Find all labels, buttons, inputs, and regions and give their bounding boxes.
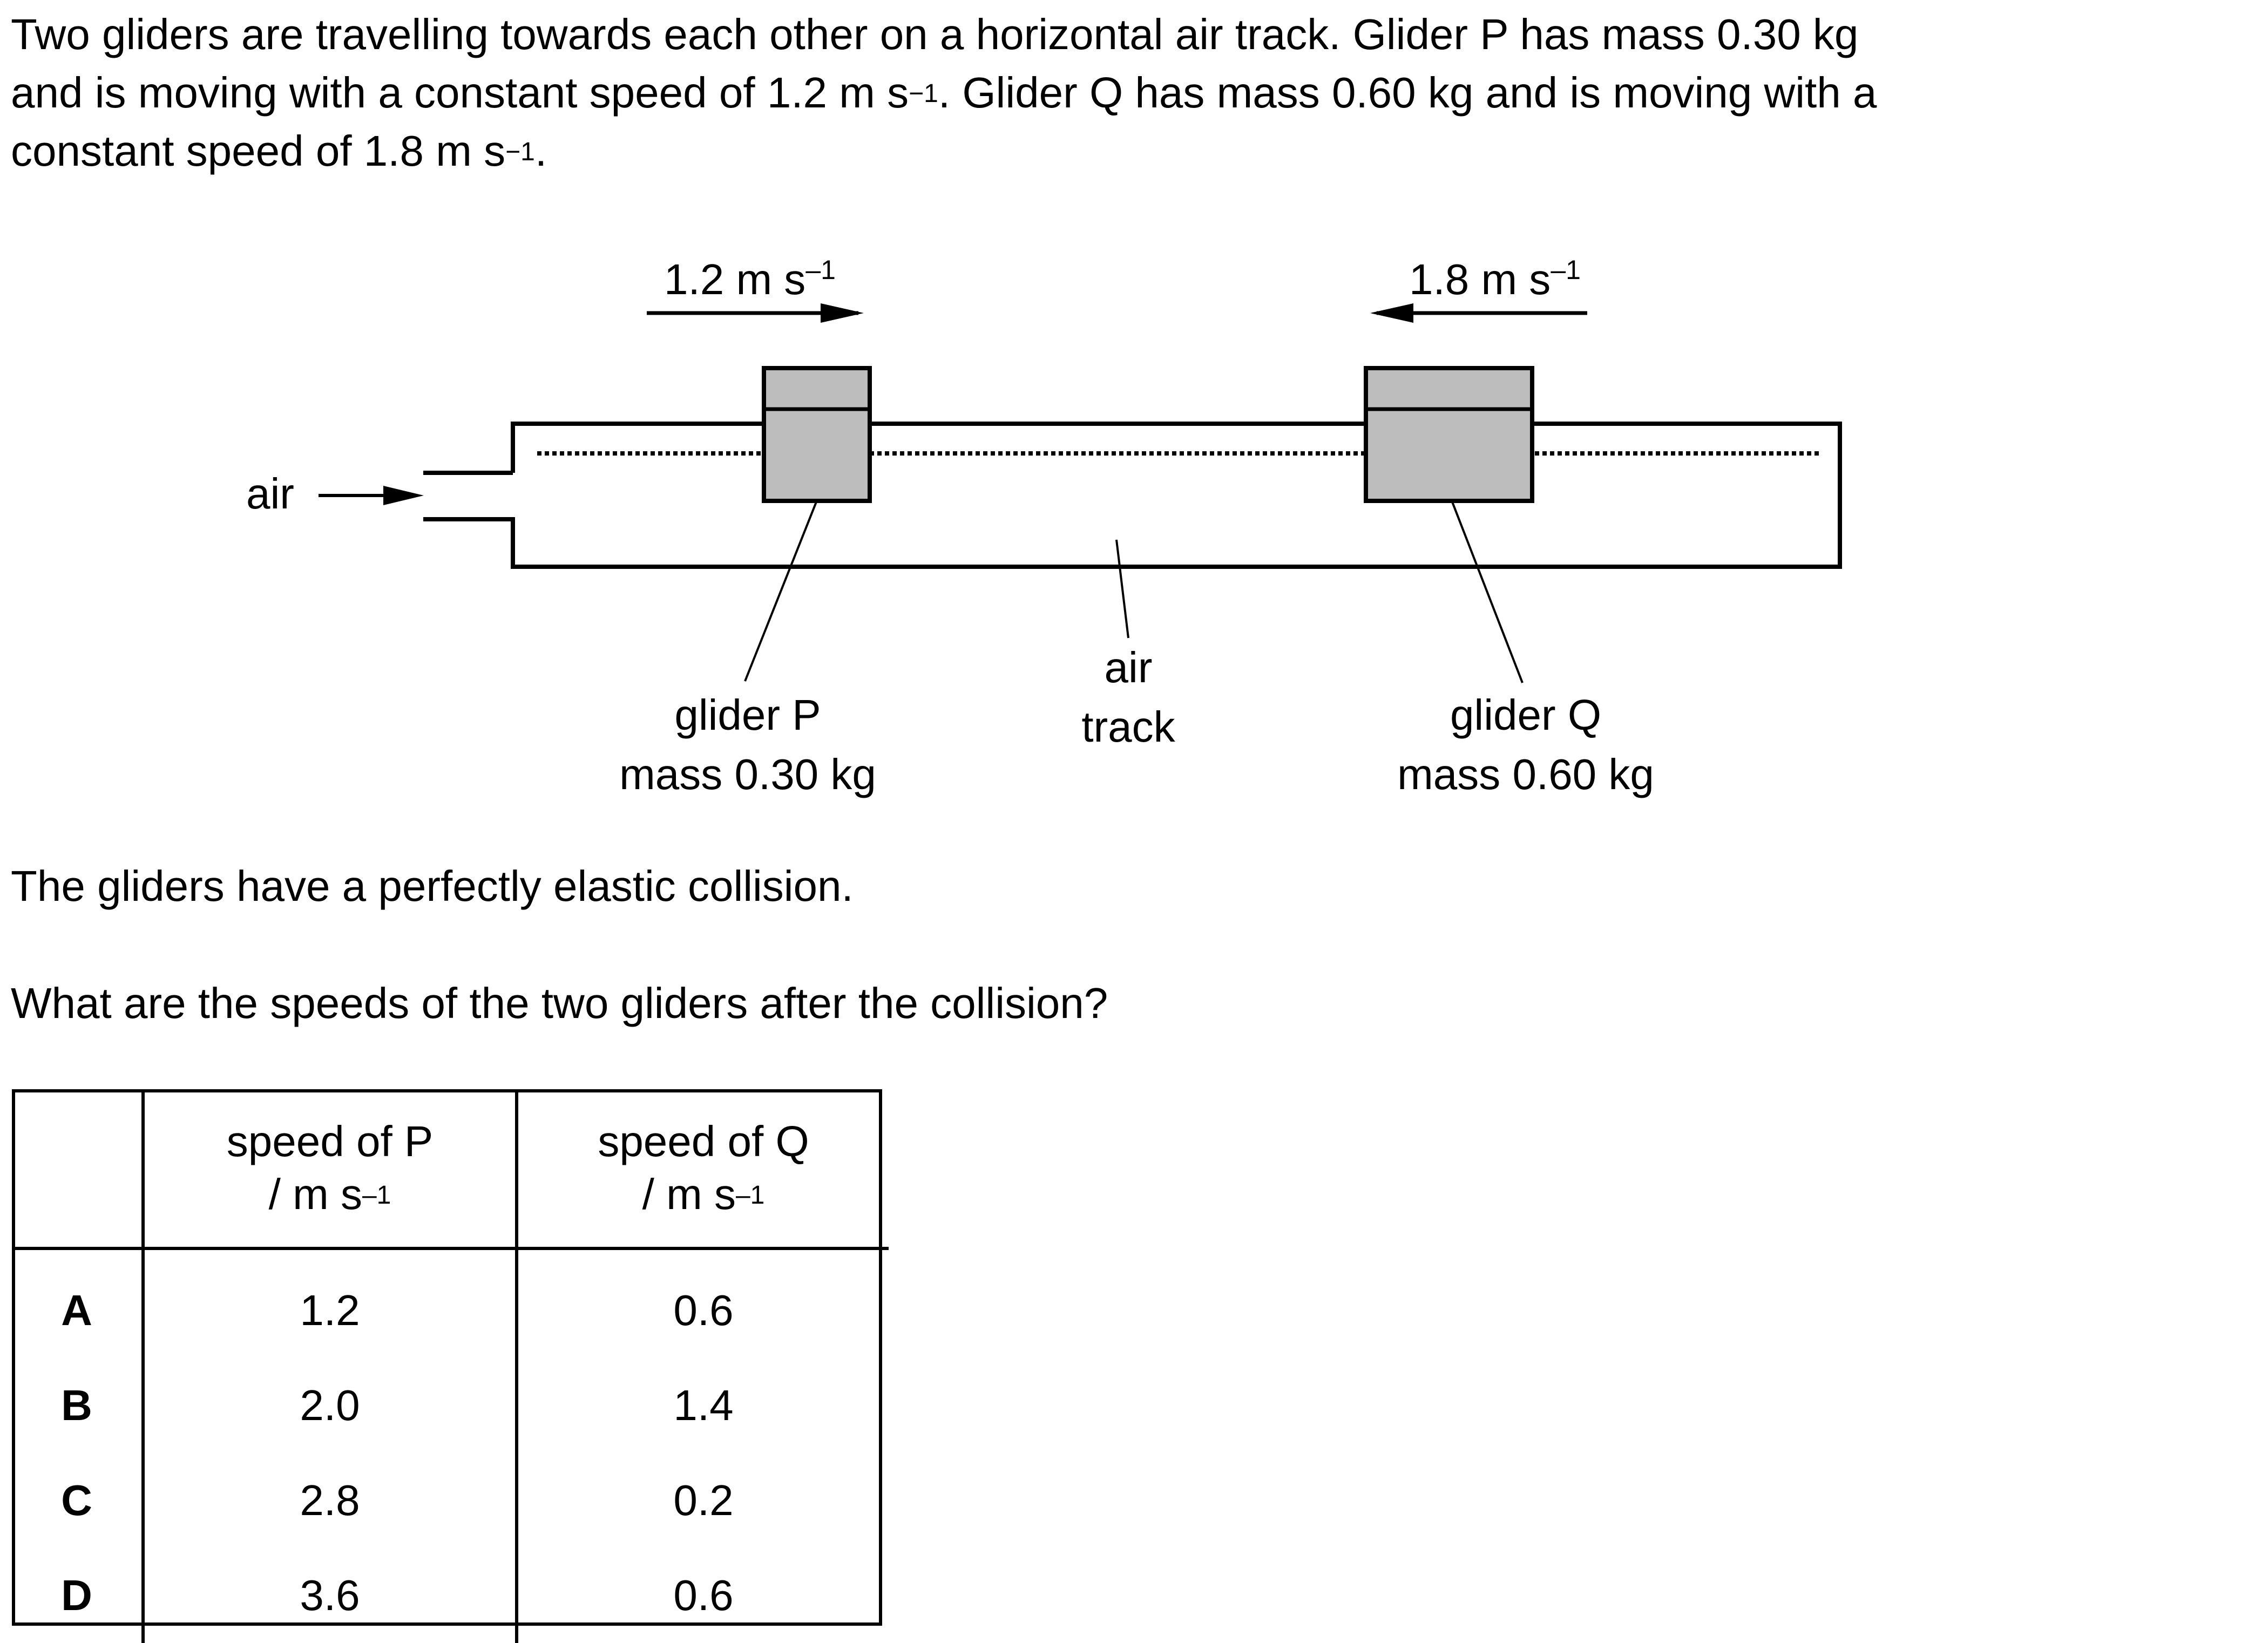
table-header-speed-p: speed of P / m s–1 [141, 1089, 517, 1250]
glider-q-mass-label: mass 0.60 kg [1397, 750, 1654, 798]
svg-text:1.2 m s–1: 1.2 m s–1 [664, 255, 836, 303]
velocity-q-label: 1.8 m s–1 [1409, 255, 1581, 303]
air-track-leader [1115, 539, 1129, 639]
option-speed-q: 0.6 [515, 1548, 889, 1643]
option-speed-p: 3.6 [141, 1548, 517, 1643]
glider-p-label: glider P [674, 691, 821, 739]
table-header-blank [12, 1089, 143, 1250]
option-row-b[interactable]: B 2.0 1.4 [12, 1358, 889, 1453]
glider-p-body [762, 366, 872, 503]
option-letter: B [61, 1381, 92, 1429]
option-letter: D [61, 1571, 92, 1619]
intro-line-1: Two gliders are travelling towards each … [11, 10, 1859, 58]
option-speed-p: 2.0 [141, 1358, 517, 1453]
option-speed-p: 1.2 [141, 1248, 517, 1358]
velocity-p-arrowhead [821, 303, 864, 323]
answer-options-table: speed of P / m s–1 speed of Q / m s–1 A … [12, 1089, 889, 1643]
option-speed-q: 0.6 [515, 1248, 889, 1358]
intro-line-3: constant speed of 1.8 m s−1. [11, 127, 547, 175]
table-header-row: speed of P / m s–1 speed of Q / m s–1 [12, 1089, 889, 1250]
air-track-label-line2: track [1081, 703, 1175, 751]
glider-q-body [1364, 366, 1534, 503]
air-track-body [423, 422, 1842, 569]
air-track-label-line1: air [1105, 643, 1153, 691]
glider-q [1364, 366, 1534, 503]
velocity-q-arrowhead [1370, 303, 1413, 323]
table-header-speed-q: speed of Q / m s–1 [515, 1089, 889, 1250]
air-track-diagram: 1.2 m s–1 1.8 m s–1 air glider P mass 0.… [246, 255, 1842, 798]
intro-line-2: and is moving with a constant speed of 1… [11, 69, 1877, 117]
option-letter: C [61, 1476, 92, 1524]
air-inflow-label: air [246, 470, 294, 518]
option-row-a[interactable]: A 1.2 0.6 [12, 1248, 889, 1358]
option-row-d[interactable]: D 3.6 0.6 [12, 1548, 889, 1643]
question-intro: Two gliders are travelling towards each … [11, 5, 1877, 180]
collision-statement: The gliders have a perfectly elastic col… [11, 862, 854, 910]
air-inflow-arrowhead [383, 486, 424, 505]
option-speed-q: 1.4 [515, 1358, 889, 1453]
glider-p [762, 366, 872, 503]
option-speed-p: 2.8 [141, 1453, 517, 1548]
glider-q-leader [1451, 501, 1524, 683]
question-prompt: What are the speeds of the two gliders a… [11, 979, 1108, 1027]
velocity-p-label: 1.2 m s–1 [664, 255, 836, 303]
svg-text:1.8 m s–1: 1.8 m s–1 [1409, 255, 1581, 303]
option-letter: A [61, 1286, 92, 1334]
option-row-c[interactable]: C 2.8 0.2 [12, 1453, 889, 1548]
option-speed-q: 0.2 [515, 1453, 889, 1548]
glider-q-label: glider Q [1450, 691, 1601, 739]
glider-p-mass-label: mass 0.30 kg [619, 750, 876, 798]
glider-p-leader [744, 501, 817, 682]
